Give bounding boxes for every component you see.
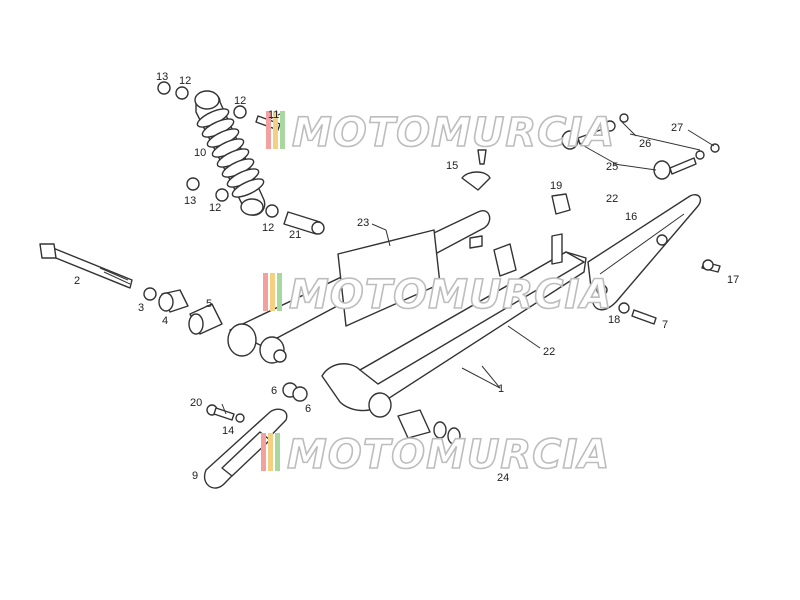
watermark-top: MOTOMURCIA	[266, 109, 615, 157]
leader-lines	[221, 113, 715, 415]
chain-guard	[587, 194, 721, 325]
callout-9: 9	[192, 470, 198, 482]
watermark-stripe	[273, 111, 278, 149]
callout-16: 16	[625, 211, 637, 223]
callout-1: 1	[498, 383, 504, 395]
callout-10: 10	[194, 147, 206, 159]
rear-shock-absorber	[157, 81, 325, 235]
callout-12: 12	[209, 202, 221, 214]
watermark-stripe	[280, 111, 285, 149]
chain-adjusters	[561, 113, 720, 180]
callout-12: 12	[234, 95, 246, 107]
callout-12: 12	[262, 222, 274, 234]
callout-21: 21	[289, 229, 301, 241]
callout-20: 20	[190, 397, 202, 409]
callout-13: 13	[184, 195, 196, 207]
callout-6: 6	[305, 403, 311, 415]
watermark-stripe	[277, 273, 282, 311]
callout-6: 6	[271, 385, 277, 397]
callout-11: 11	[268, 109, 279, 121]
watermark-stripe	[261, 433, 266, 471]
callout-19: 19	[550, 180, 562, 192]
callout-22: 22	[543, 346, 555, 358]
callout-2: 2	[74, 275, 80, 287]
watermark-stripe	[263, 273, 268, 311]
callout-23: 23	[357, 217, 369, 229]
axle-washer-bushings	[143, 287, 223, 335]
watermark-stripe	[270, 273, 275, 311]
callout-25: 25	[606, 161, 618, 173]
callout-15: 15	[446, 160, 458, 172]
watermark-brand-text: MOTOMURCIA	[289, 272, 612, 318]
callout-12: 12	[179, 75, 191, 87]
watermark-stripe	[275, 433, 280, 471]
callout-4: 4	[162, 315, 168, 327]
watermark-brand-text: MOTOMURCIA	[292, 110, 615, 156]
spacers	[282, 382, 461, 445]
watermark-middle: MOTOMURCIA	[263, 271, 612, 319]
shock-spring-coils	[196, 108, 265, 198]
callout-5: 5	[206, 298, 212, 310]
callout-14: 14	[222, 425, 234, 437]
callout-13: 13	[156, 71, 168, 83]
callout-17: 17	[727, 274, 739, 286]
callout-3: 3	[138, 302, 144, 314]
watermark-bottom: MOTOMURCIA	[261, 431, 610, 479]
watermark-brand-text: MOTOMURCIA	[287, 432, 610, 478]
callout-27: 27	[671, 122, 683, 134]
brake-hose-clip	[461, 149, 491, 191]
callout-22: 22	[606, 193, 618, 205]
swingarm	[227, 210, 587, 418]
callout-7: 7	[662, 319, 668, 331]
callout-18: 18	[608, 314, 620, 326]
callout-labels: 13 12 12 11 10 13 12 12 21 2 3 4 5 23 15…	[74, 71, 739, 484]
chain-slider	[203, 404, 288, 489]
watermark-stripe	[266, 111, 271, 149]
watermark-stripe	[268, 433, 273, 471]
callout-24: 24	[497, 472, 509, 484]
cable-clamp	[551, 193, 571, 215]
callout-26: 26	[639, 138, 651, 150]
swingarm-axle	[39, 243, 133, 289]
